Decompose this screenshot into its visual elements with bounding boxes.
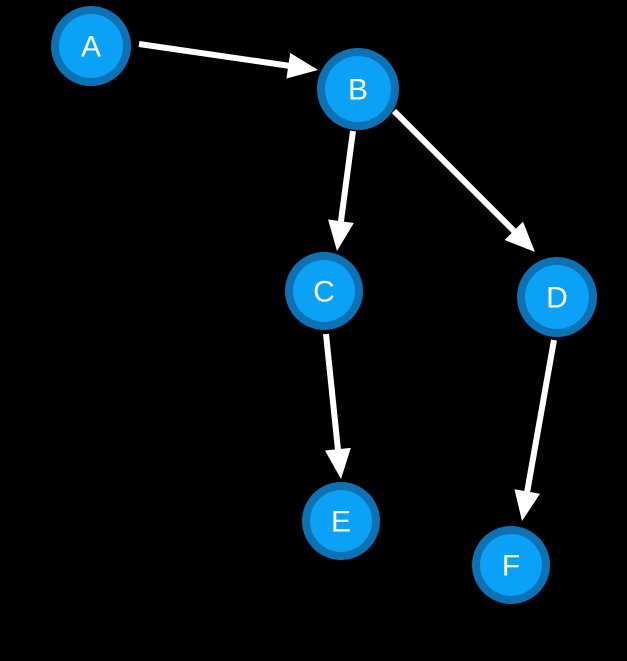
edge-line (323, 333, 342, 452)
node-label: E (331, 506, 351, 539)
arrowhead-icon (514, 489, 541, 521)
graph-node-e[interactable]: E (302, 482, 380, 560)
graph-node-c[interactable]: C (285, 252, 363, 330)
edge-c-to-e (323, 333, 351, 479)
edge-a-to-b (138, 41, 318, 79)
edge-d-to-f (514, 339, 557, 521)
node-label: D (546, 282, 568, 315)
graph-node-d[interactable]: D (517, 257, 597, 337)
node-label: F (502, 550, 520, 583)
node-label: C (313, 276, 335, 309)
node-label: A (81, 31, 101, 64)
graph-node-f[interactable]: F (472, 526, 550, 604)
graph-node-a[interactable]: A (51, 6, 131, 86)
node-fill (525, 265, 589, 329)
edge-line (337, 130, 356, 224)
arrowhead-icon (286, 52, 318, 79)
arrowhead-icon (504, 221, 535, 252)
node-fill (59, 14, 123, 78)
edge-line (523, 339, 557, 494)
edge-line (391, 108, 518, 235)
arrowhead-icon (324, 447, 351, 479)
node-fill (480, 534, 542, 596)
graph-node-b[interactable]: B (317, 48, 399, 130)
edge-b-to-c (328, 130, 356, 251)
node-fill (293, 260, 355, 322)
node-fill (325, 56, 391, 122)
node-label: B (348, 74, 368, 107)
arrowhead-icon (328, 219, 354, 251)
edge-line (138, 41, 291, 69)
node-fill (310, 490, 372, 552)
edge-b-to-d (391, 108, 535, 252)
